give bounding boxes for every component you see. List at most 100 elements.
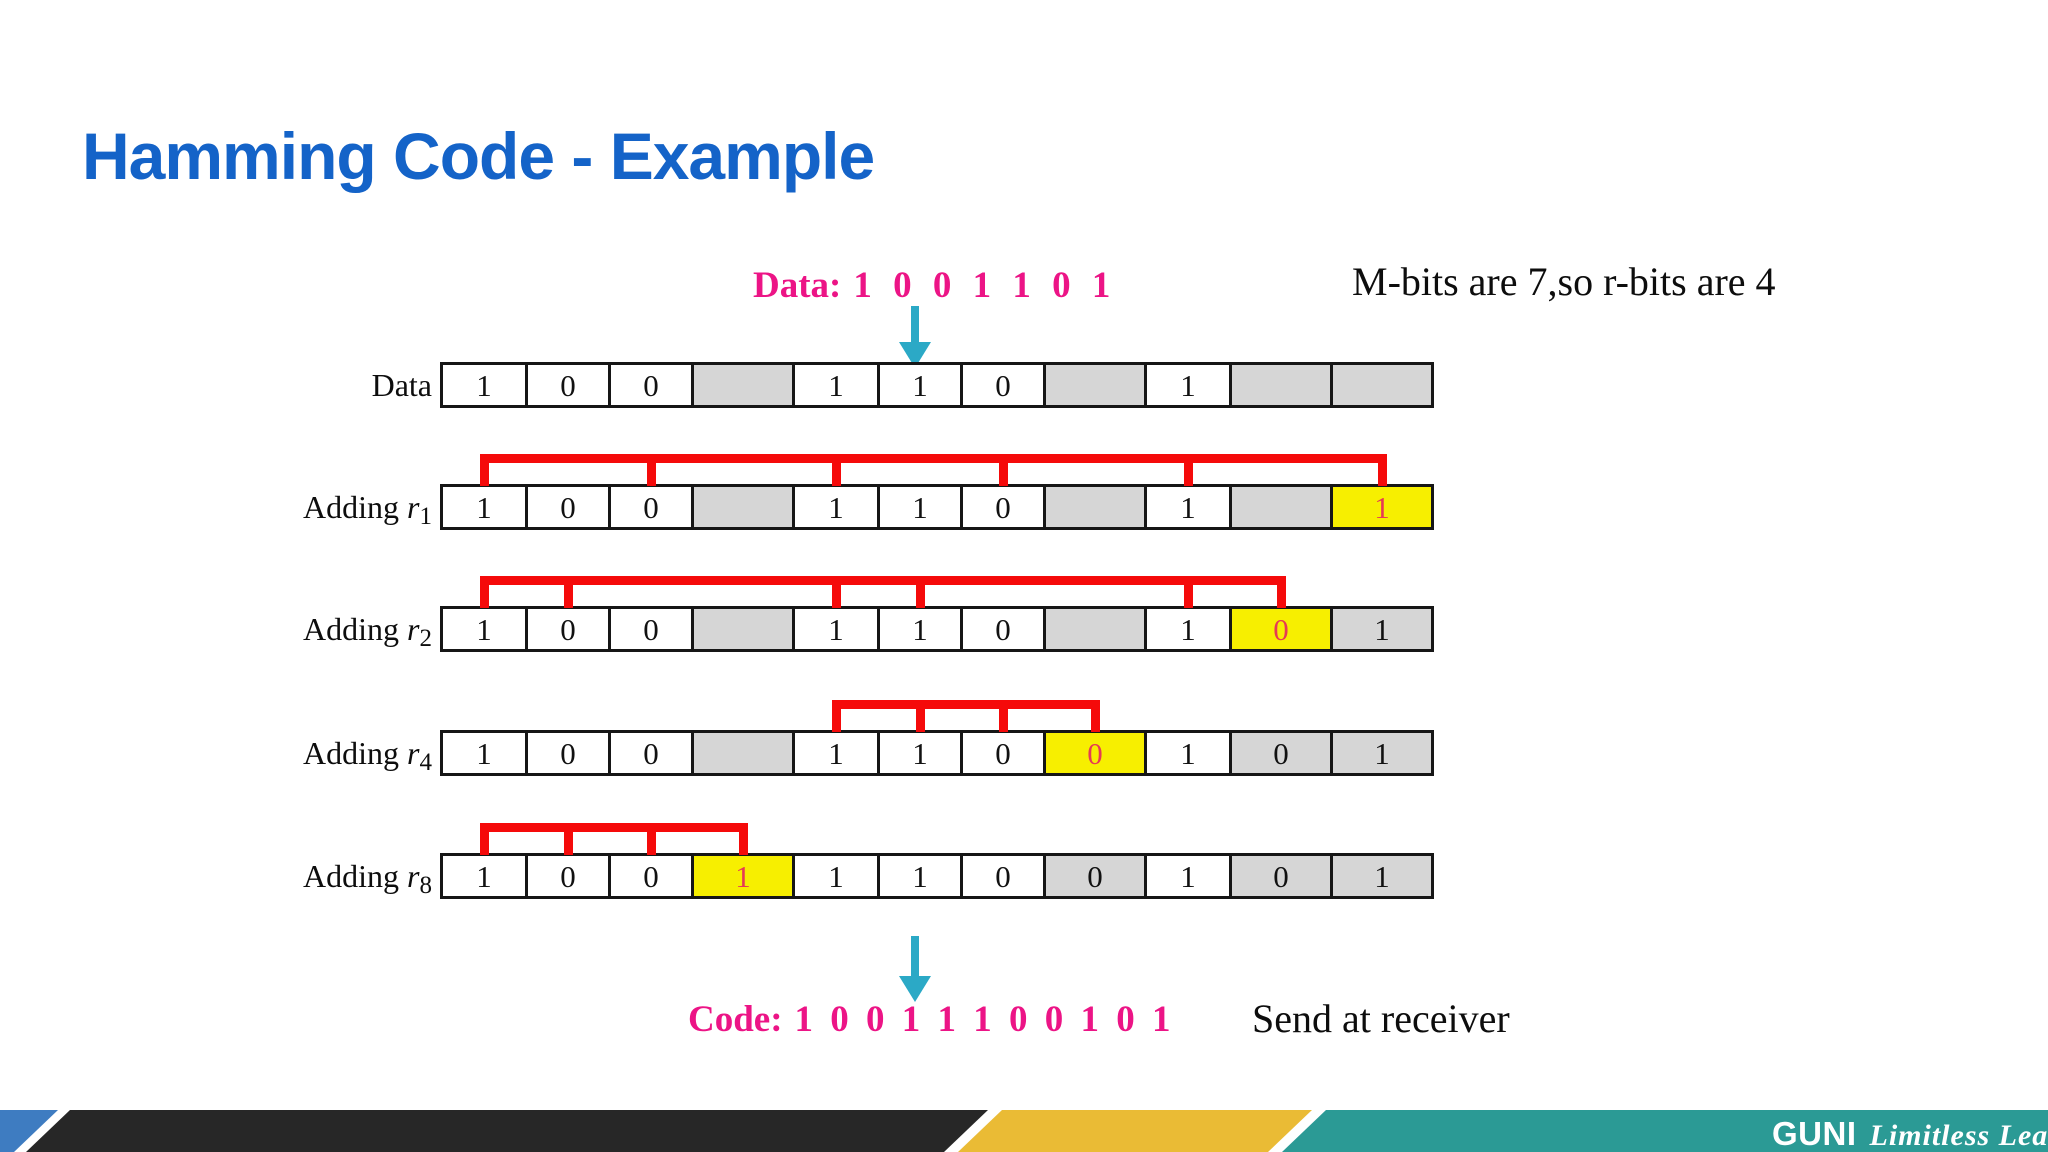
parity-coverage-tick [831, 706, 841, 732]
parity-coverage-tick [646, 460, 656, 486]
row-label: Adding r2 [303, 611, 432, 652]
bit-cell: 1 [792, 484, 880, 530]
parity-coverage-tick [563, 829, 573, 855]
bit-cell: 0 [608, 606, 694, 652]
bit-cell: 0 [1229, 730, 1333, 776]
bit-cell: 0 [960, 606, 1046, 652]
bit-cell: 1 [1330, 853, 1434, 899]
row-label: Adding r1 [303, 489, 432, 530]
bit-cell: 1 [1144, 606, 1232, 652]
footer-band [0, 1110, 2048, 1152]
bit-cell [1330, 362, 1434, 408]
slide-title: Hamming Code - Example [82, 119, 875, 193]
parity-coverage-tick [915, 582, 925, 608]
parity-coverage-tick [1377, 460, 1387, 486]
parity-coverage-tick [915, 706, 925, 732]
bit-cell: 1 [792, 730, 880, 776]
parity-coverage-tick [831, 460, 841, 486]
bit-cell: 1 [691, 853, 795, 899]
bit-cell: 1 [440, 362, 528, 408]
bit-cell [691, 362, 795, 408]
bit-cell: 0 [1229, 606, 1333, 652]
bit-cell: 0 [1043, 730, 1147, 776]
down-arrow-head-icon [899, 976, 931, 1002]
bit-cell: 0 [608, 730, 694, 776]
bit-cell: 0 [960, 362, 1046, 408]
bit-cell: 1 [1330, 730, 1434, 776]
bit-cell: 1 [1144, 730, 1232, 776]
parity-coverage-tick [479, 582, 489, 608]
bit-cell: 0 [608, 853, 694, 899]
bit-cell: 0 [1043, 853, 1147, 899]
parity-coverage-tick [479, 829, 489, 855]
down-arrow-icon [911, 936, 919, 978]
bit-cell: 1 [440, 730, 528, 776]
data-annotation-label: Data: [753, 265, 842, 306]
footer-teal-shape [1282, 1110, 2048, 1152]
mbits-note: M-bits are 7,so r-bits are 4 [1352, 259, 1776, 304]
bit-cell: 0 [608, 362, 694, 408]
parity-coverage-tick [1276, 582, 1286, 608]
parity-coverage-tick [998, 706, 1008, 732]
code-annotation-label: Code: [688, 999, 783, 1040]
bit-cell: 0 [525, 484, 611, 530]
bit-cell: 1 [440, 484, 528, 530]
bit-cell: 1 [792, 362, 880, 408]
bit-cell: 1 [440, 606, 528, 652]
parity-coverage-tick [1183, 460, 1193, 486]
parity-coverage-bracket [479, 454, 1387, 463]
bit-cell [691, 484, 795, 530]
bit-cell: 1 [792, 853, 880, 899]
parity-coverage-bracket [479, 823, 748, 832]
parity-coverage-tick [479, 460, 489, 486]
bit-cell: 1 [877, 484, 963, 530]
bit-cell: 1 [1330, 484, 1434, 530]
row-label: Adding r8 [303, 858, 432, 899]
footer-dark-shape [26, 1110, 988, 1152]
bit-cell [1043, 606, 1147, 652]
parity-coverage-tick [646, 829, 656, 855]
bit-cell: 1 [877, 730, 963, 776]
parity-coverage-tick [831, 582, 841, 608]
bit-cell: 1 [877, 606, 963, 652]
parity-coverage-tick [1090, 706, 1100, 732]
data-annotation-bits: 1 0 0 1 1 0 1 [853, 265, 1117, 306]
bit-cell: 0 [525, 853, 611, 899]
bit-cell: 0 [1229, 853, 1333, 899]
row-label: Adding r4 [303, 735, 432, 776]
bit-cell [1043, 362, 1147, 408]
parity-coverage-tick [738, 829, 748, 855]
guni-tagline: Limitless Learning [1869, 1119, 2048, 1152]
bit-cell [1043, 484, 1147, 530]
bit-cell: 1 [1330, 606, 1434, 652]
bit-cell: 1 [792, 606, 880, 652]
bit-cell: 0 [960, 853, 1046, 899]
guni-brand: GUNI [1772, 1115, 1857, 1152]
bit-cell: 1 [877, 853, 963, 899]
data-annotation: Data: 1 0 0 1 1 0 1 [753, 264, 1116, 307]
bit-cell: 1 [1144, 853, 1232, 899]
parity-coverage-bracket [479, 576, 1286, 585]
guni-logo: GUNI Limitless Learning [1772, 1115, 2048, 1152]
bit-cell: 1 [1144, 362, 1232, 408]
code-annotation: Code: 1 0 0 1 1 1 0 0 1 0 1 [688, 998, 1175, 1041]
bit-cell: 1 [440, 853, 528, 899]
parity-coverage-tick [998, 460, 1008, 486]
parity-coverage-bracket [831, 700, 1100, 709]
send-note: Send at receiver [1252, 996, 1510, 1041]
bit-cell [691, 606, 795, 652]
bit-cell: 0 [960, 484, 1046, 530]
bit-cell: 0 [608, 484, 694, 530]
bit-cell: 1 [877, 362, 963, 408]
code-annotation-bits: 1 0 0 1 1 1 0 0 1 0 1 [794, 999, 1175, 1040]
footer-gold-shape [958, 1110, 1312, 1152]
bit-cell: 0 [525, 730, 611, 776]
bit-cell: 1 [1144, 484, 1232, 530]
bit-cell: 0 [525, 606, 611, 652]
parity-coverage-tick [1183, 582, 1193, 608]
bit-cell: 0 [525, 362, 611, 408]
bit-cell [1229, 484, 1333, 530]
parity-coverage-tick [563, 582, 573, 608]
bit-cell [691, 730, 795, 776]
